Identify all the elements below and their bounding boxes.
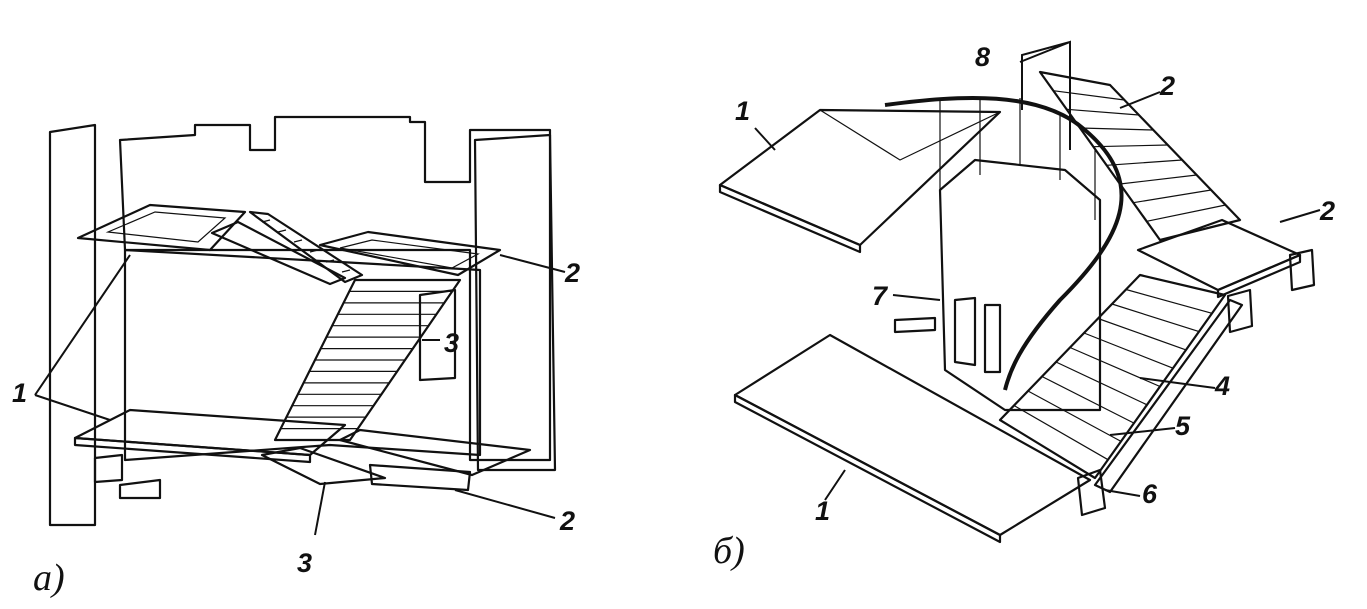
label-beam-b: 6: [1142, 479, 1158, 509]
railing: [884, 95, 1124, 391]
central-column: [938, 158, 1102, 412]
upper-landing-left: [76, 203, 247, 252]
bottom-slab: [733, 333, 1092, 537]
label-railing-b: 8: [975, 42, 990, 72]
label-stringer-b: 5: [1175, 411, 1191, 441]
label-column-b: 7: [872, 281, 889, 311]
label-landing-a-top: 2: [564, 258, 580, 288]
stringer: [1093, 298, 1244, 494]
label-floor-slab-b-top: 1: [735, 96, 750, 126]
label-landing-b-right: 2: [1319, 196, 1335, 226]
figure-b: 8 2 2 1 7 4 5 6 1 б): [713, 40, 1335, 572]
label-floor-slab-b-bottom: 1: [815, 496, 830, 526]
beam-end-bottom: [1076, 468, 1107, 517]
lower-landing-right: [338, 428, 532, 477]
upper-flight: [248, 210, 364, 284]
figure-a: 1 2 3 3 2 а): [12, 115, 580, 599]
label-landing-a-bottom: 2: [559, 506, 575, 536]
label-landing-b-top: 2: [1159, 71, 1175, 101]
back-wall: [118, 115, 552, 462]
main-flight: [273, 278, 462, 442]
caption-a: а): [33, 557, 65, 599]
upper-landing-right: [318, 230, 502, 277]
left-pillar: [48, 123, 97, 527]
label-step-b: 4: [1214, 371, 1230, 401]
caption-b: б): [713, 530, 745, 572]
right-pillar: [473, 133, 557, 472]
label-flight-a-mid: 3: [444, 328, 459, 358]
top-slab: [718, 108, 1002, 247]
label-flight-a-bottom: 3: [297, 548, 312, 578]
label-floor-slab-a: 1: [12, 378, 27, 408]
